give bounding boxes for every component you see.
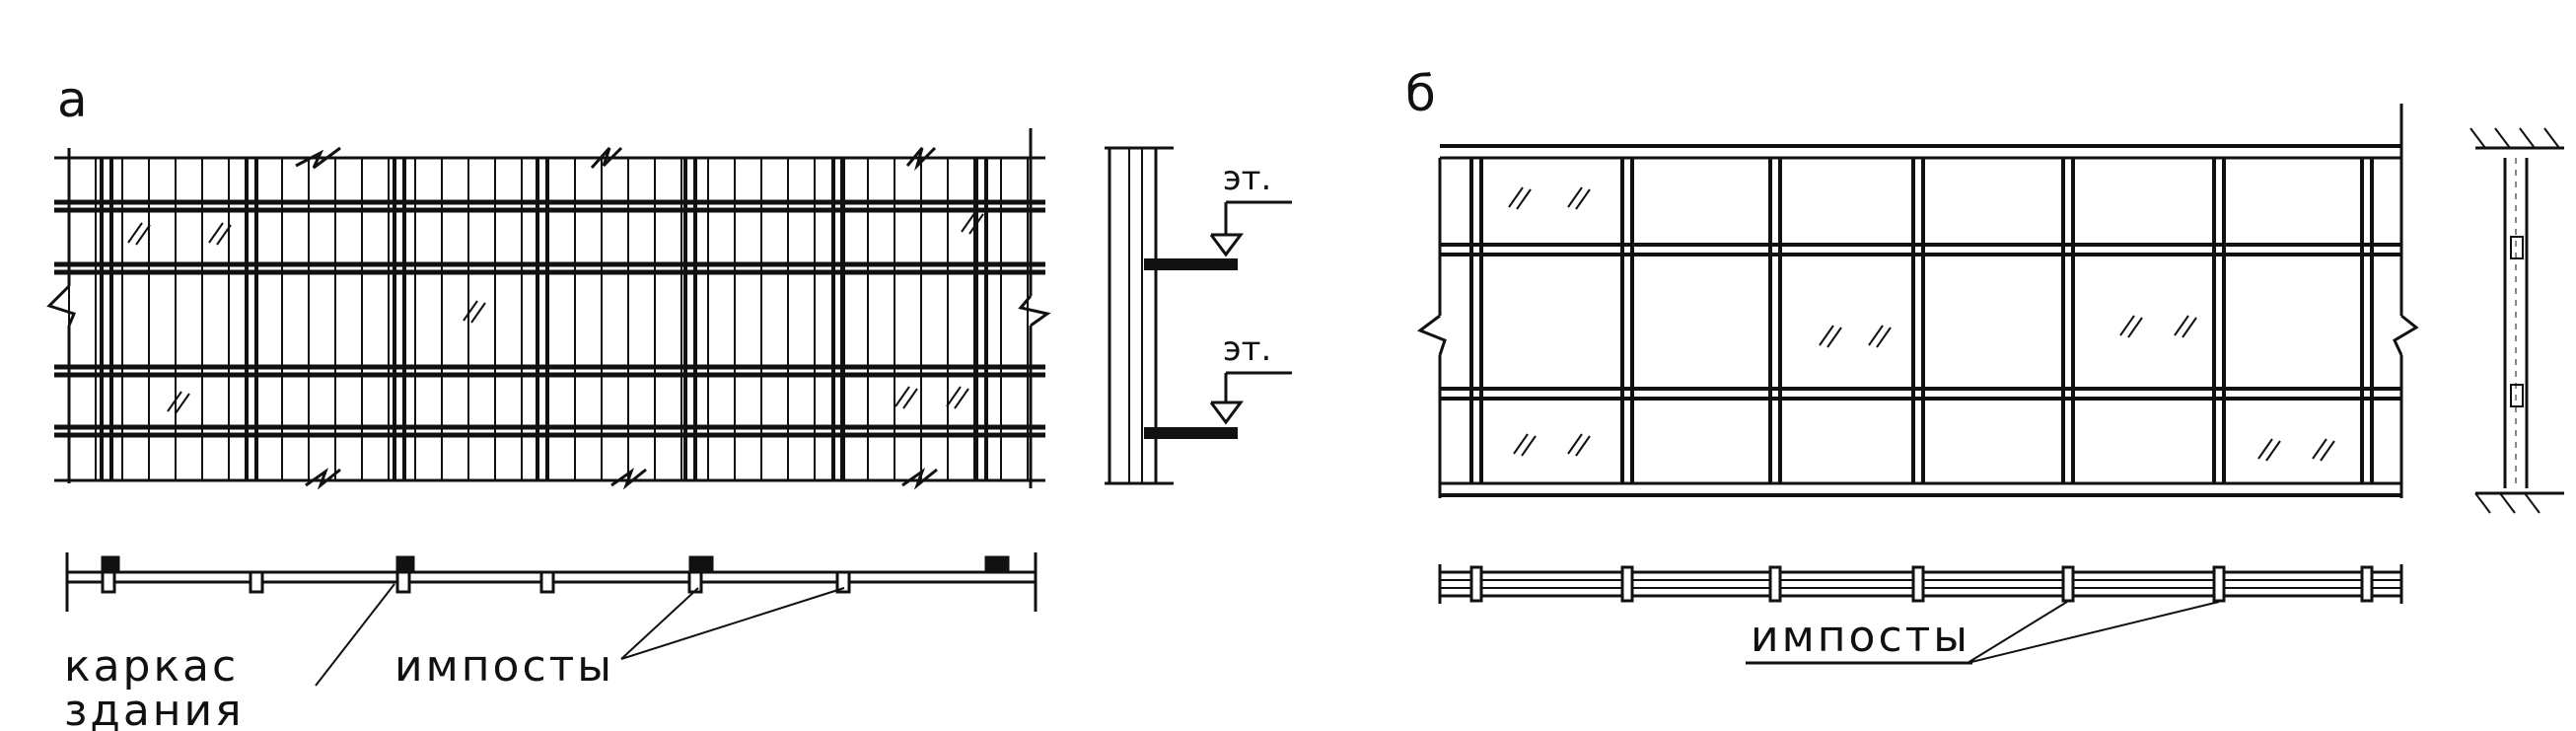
glass-hatch [1575, 188, 1591, 210]
mullion-plan [539, 570, 555, 594]
mullions-label-a: импосты [394, 641, 614, 692]
mullion-plan [101, 570, 116, 594]
glass-hatch [1826, 327, 1842, 348]
glass-hatch [968, 213, 984, 235]
glass-hatch [2119, 315, 2135, 336]
glass-hatch [2127, 317, 2143, 338]
mullion-plan [687, 570, 703, 594]
glass-hatch [175, 393, 190, 414]
mullion-plan [2212, 565, 2226, 603]
glass-hatch [2320, 440, 2335, 462]
glass-hatch [2257, 438, 2273, 460]
glass-hatch [954, 388, 969, 409]
glass-hatch [2182, 317, 2197, 338]
glass-hatch [208, 222, 224, 244]
glass-hatch [470, 302, 486, 324]
glass-hatch [946, 386, 962, 407]
glass-hatch [1508, 186, 1524, 208]
frame-column [688, 555, 714, 573]
glass-hatch [1876, 327, 1892, 348]
mullion-plan [1469, 565, 1483, 603]
glass-hatch [1521, 435, 1537, 457]
mullions-label-b: импосты [1751, 612, 1970, 662]
glass-hatch [216, 224, 232, 246]
frame-label-line1: каркас [64, 641, 239, 692]
figure-a-elevation [46, 128, 1051, 490]
floor-label-1: эт. [1223, 159, 1271, 198]
glass-hatch [2265, 440, 2281, 462]
mullion-plan [249, 570, 264, 594]
figure-b-section [2469, 127, 2564, 514]
glass-hatch [1567, 433, 1583, 455]
glass-hatch [902, 388, 918, 409]
glass-hatch [2174, 315, 2189, 336]
frame-column [395, 555, 415, 573]
mullion-plan [1620, 565, 1634, 603]
frame-label-line2: здания [64, 686, 245, 731]
figure-b-plan [1438, 564, 2403, 665]
glass-hatch [2312, 438, 2327, 460]
mullion-plan [395, 570, 411, 594]
mullion-plan [835, 570, 851, 594]
glass-hatch [1819, 325, 1834, 346]
glass-hatch [167, 391, 182, 412]
glass-hatch [1868, 325, 1884, 346]
floor-label-2: эт. [1223, 329, 1271, 369]
figure-b-letter: б [1405, 65, 1436, 122]
glass-hatch [1516, 188, 1532, 210]
figure-a-letter: а [57, 71, 88, 128]
glass-hatch [1575, 435, 1591, 457]
figure-b-elevation [1416, 104, 2419, 498]
figure-a-section [1105, 146, 1292, 485]
glass-hatch [463, 300, 478, 322]
glass-hatch [961, 211, 976, 233]
frame-column [101, 555, 120, 573]
glass-hatch [1567, 186, 1583, 208]
mullion-plan [1911, 565, 1925, 603]
mullion-plan [2061, 565, 2075, 603]
glass-hatch [1513, 433, 1529, 455]
mullion-plan [1768, 565, 1782, 603]
glass-hatch [894, 386, 910, 407]
glass-hatch [127, 222, 143, 244]
glass-hatch [135, 224, 151, 246]
frame-column [984, 555, 1010, 573]
figure-a-plan [65, 552, 1038, 687]
mullion-plan [2360, 565, 2374, 603]
